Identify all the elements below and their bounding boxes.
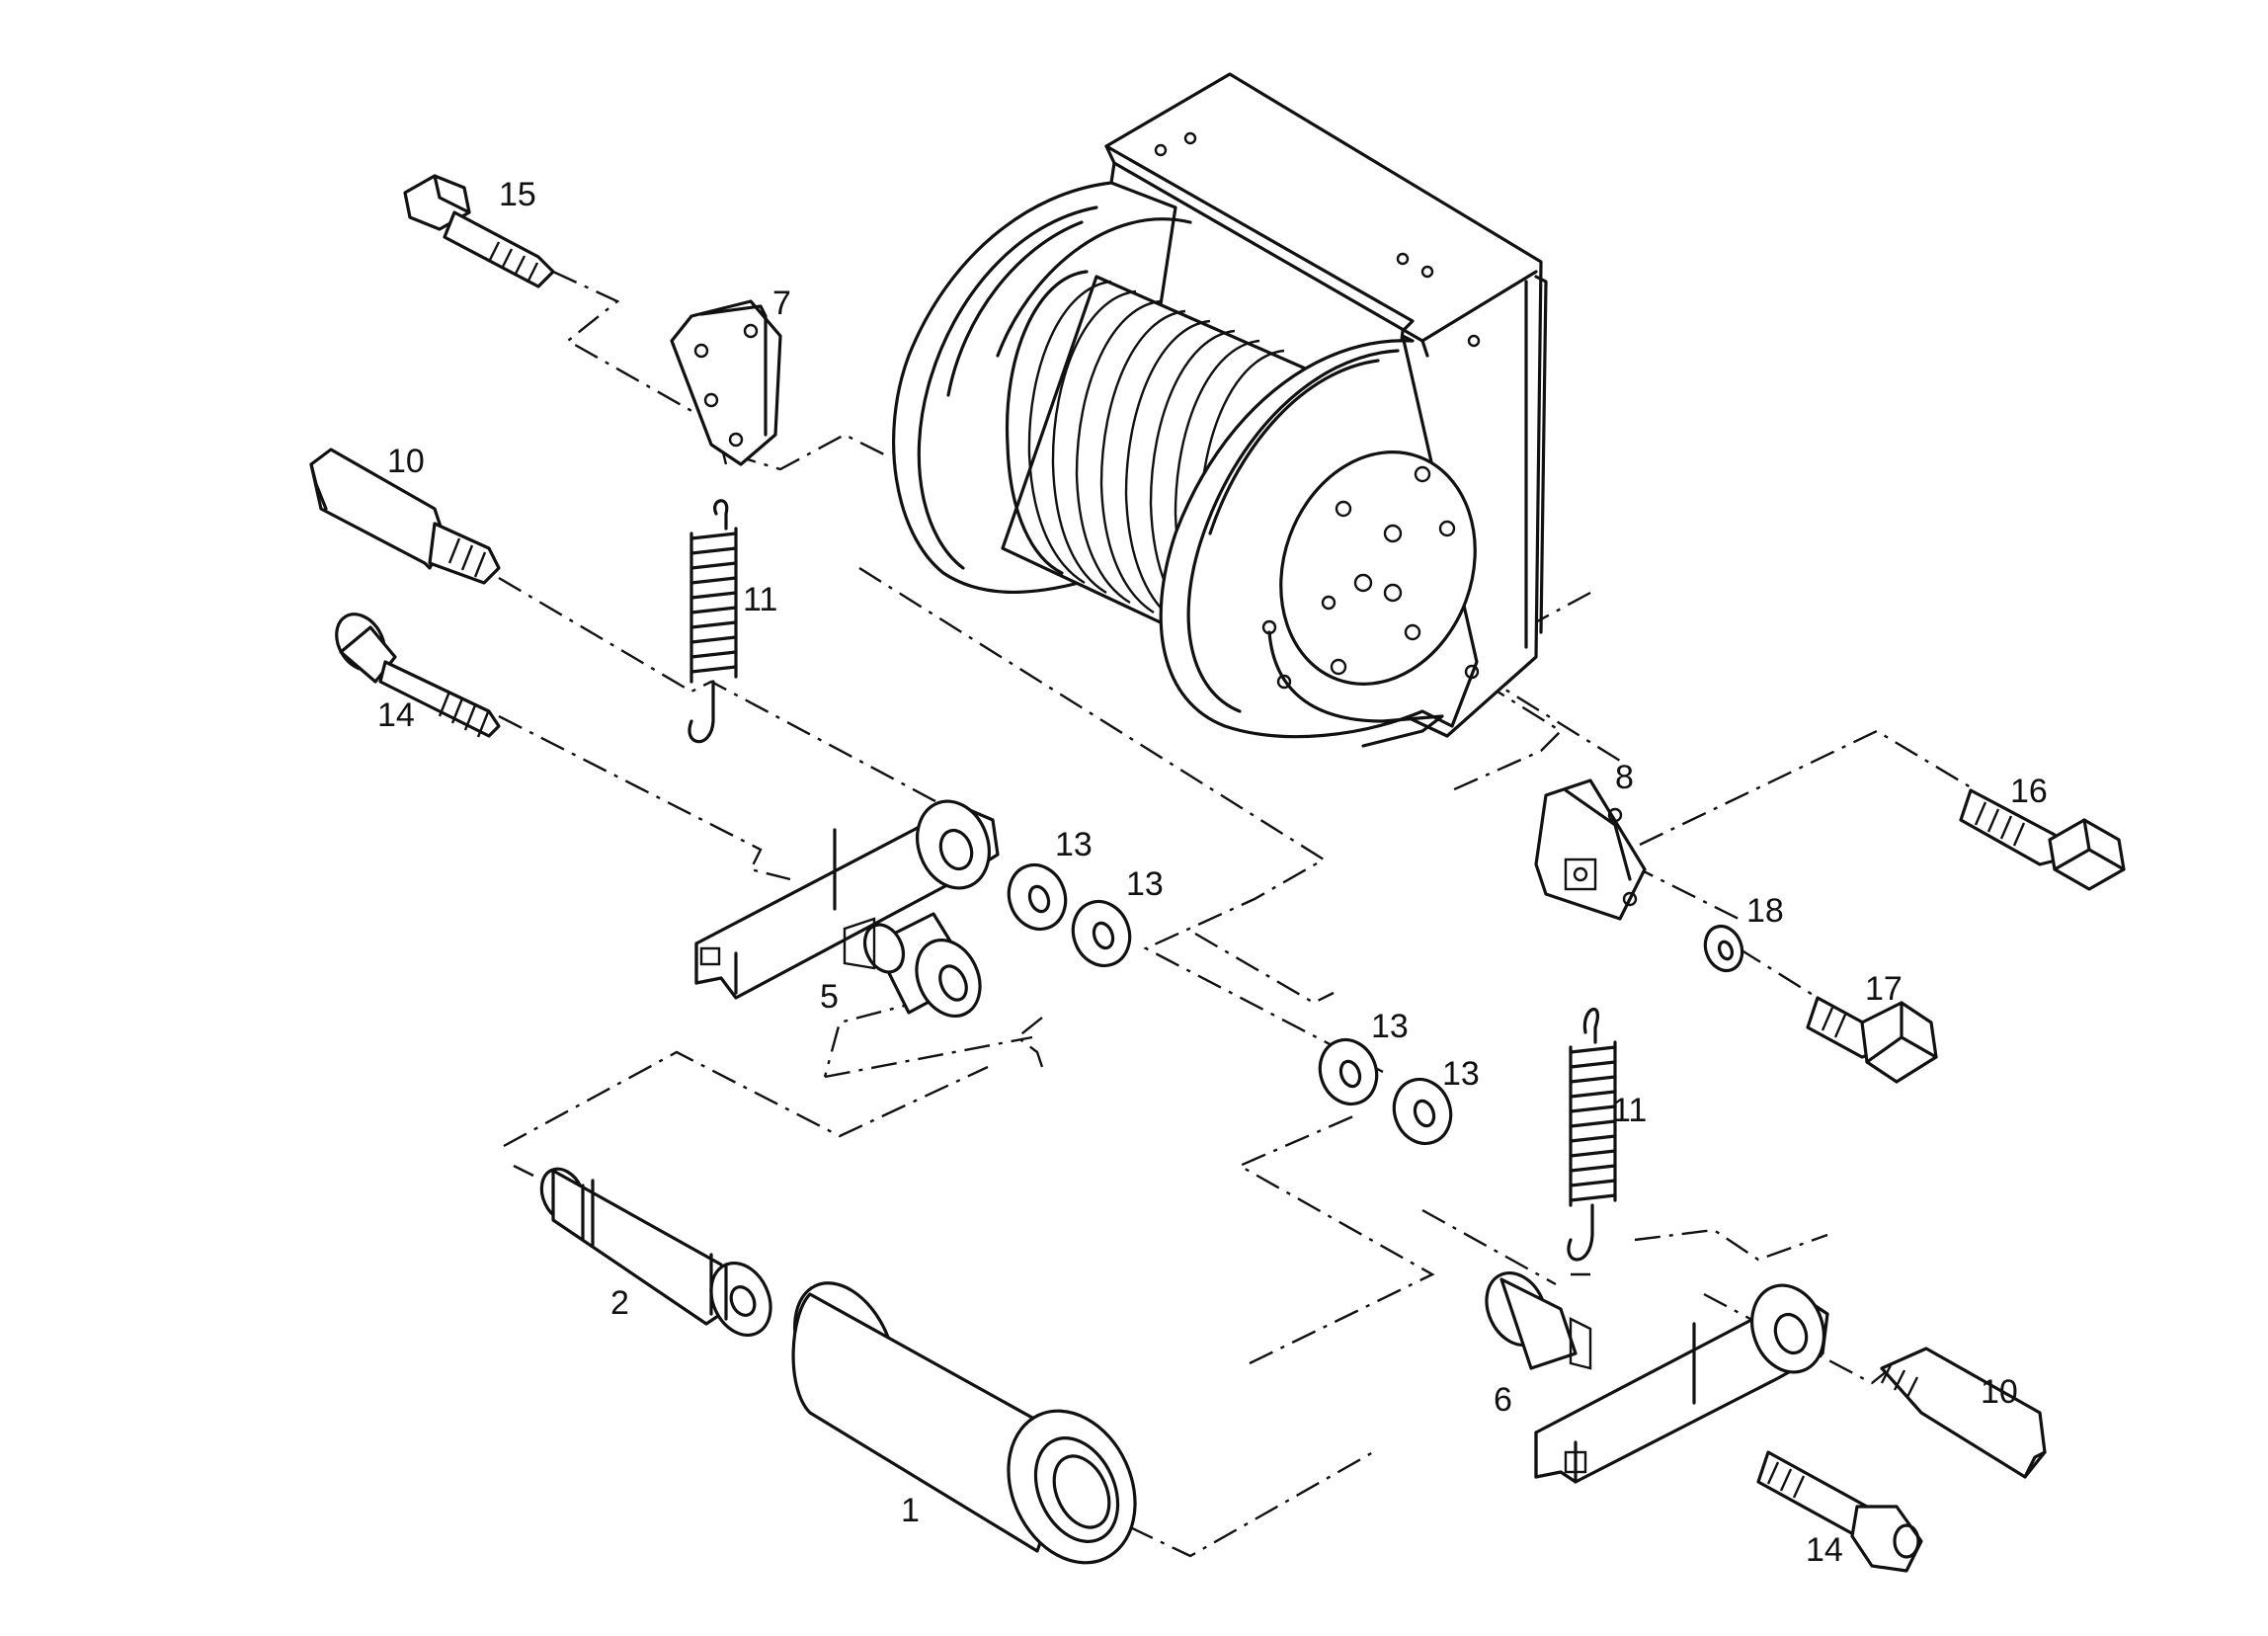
callout-6: 6 [1494,1381,1512,1419]
callout-13-a: 13 [1055,826,1093,863]
callout-14-upper: 14 [377,696,415,734]
callout-11-lower: 11 [1612,1092,1647,1129]
callout-1: 1 [901,1492,920,1529]
lever-arm-part-5 [694,799,1000,1019]
callout-13-b: 13 [1126,865,1164,903]
spring-part-11-upper [688,499,738,744]
bracket-part-8 [1534,778,1647,921]
bolt-part-14-lower [1756,1450,1923,1573]
callout-7: 7 [772,285,791,322]
pin-part-10-upper [309,448,501,585]
callout-13-c: 13 [1371,1008,1409,1045]
bolt-part-16 [1959,788,2126,891]
pin-part-10-lower [1880,1347,2047,1479]
winch-assembly [892,72,1548,748]
callout-10-upper: 10 [387,443,425,480]
callout-5: 5 [820,978,839,1016]
callout-17: 17 [1865,970,1903,1008]
callout-10-lower: 10 [1981,1373,2018,1411]
washers-part-13 [1007,862,1453,1146]
bolt-part-14-upper [335,613,501,738]
roller-part-1 [791,1281,1137,1565]
callout-14-lower: 14 [1806,1531,1843,1569]
spring-part-11-lower [1567,1008,1617,1262]
assembly-leader-lines [498,270,1977,1558]
bolt-part-15 [403,174,555,288]
callout-11-upper: 11 [743,581,777,618]
part-callouts: 15 7 10 11 14 13 13 5 8 16 18 17 13 13 1… [377,176,2048,1569]
washer-part-18 [1703,924,1744,973]
bolt-part-17 [1806,996,1938,1084]
callout-15: 15 [499,176,536,213]
bracket-part-7 [670,299,782,466]
callout-18: 18 [1746,892,1784,930]
callout-8: 8 [1615,759,1634,796]
lever-arm-part-6 [1485,1270,1829,1484]
callout-2: 2 [610,1284,629,1322]
callout-16: 16 [2010,773,2048,810]
callout-13-d: 13 [1442,1055,1480,1093]
shaft-part-2 [539,1167,772,1338]
